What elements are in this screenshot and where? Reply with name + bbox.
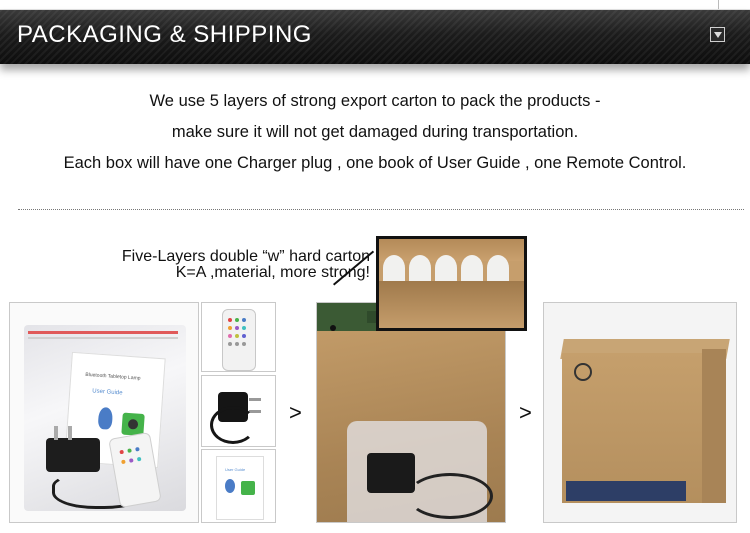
carton-caption-line-2: K=A ,material, more strong!	[175, 264, 370, 281]
corrugation-zoom	[376, 236, 527, 331]
callout-dot	[330, 325, 336, 331]
remote-button	[235, 326, 239, 330]
description-line-1: We use 5 layers of strong export carton …	[149, 92, 601, 110]
carton-flute	[461, 255, 483, 281]
adapter-photo	[201, 375, 276, 447]
top-tick	[718, 0, 719, 9]
recycle-icon	[574, 363, 592, 381]
charger-plug	[46, 426, 100, 472]
packed-contents-photo: Bluetooth Tabletop Lamp User Guide	[9, 302, 199, 523]
dotted-divider	[18, 209, 744, 210]
carton-flute	[435, 255, 457, 281]
carton-flute	[383, 255, 405, 281]
remote-button	[235, 318, 239, 322]
charger-plug	[367, 453, 415, 493]
remote-button	[228, 318, 232, 322]
lamp-illustration	[225, 479, 235, 493]
guide-title-text: User Guide	[92, 388, 123, 397]
flow-arrow-1: >	[289, 400, 302, 425]
remote-button	[128, 458, 134, 463]
remote-button	[228, 334, 232, 338]
remote-button	[242, 342, 246, 346]
remote-button	[135, 446, 140, 452]
box-label	[566, 481, 686, 501]
plug-prong	[54, 426, 58, 440]
remote-button	[242, 334, 246, 338]
carton-caption-line-1: Five-Layers double “w” hard carton	[121, 248, 370, 265]
description-line-3: Each box will have one Charger plug , on…	[63, 154, 687, 172]
box-side	[702, 349, 726, 503]
adapter-prong	[249, 398, 261, 401]
remote-button	[136, 456, 142, 462]
user-guide-booklet: User Guide	[216, 456, 264, 520]
section-title: PACKAGING & SHIPPING	[17, 21, 312, 48]
description-line-2: make sure it will not get damaged during…	[171, 123, 579, 141]
remote-photo	[201, 302, 276, 372]
lamp-illustration	[97, 406, 114, 430]
flow-arrow-2: >	[519, 400, 532, 425]
speaker-illustration	[241, 481, 255, 495]
carton-interior-photo	[316, 302, 506, 523]
adapter-cable	[210, 406, 256, 444]
remote-control	[222, 309, 256, 371]
adapter-prong	[249, 410, 261, 413]
top-border	[0, 0, 750, 10]
section-header: PACKAGING & SHIPPING	[0, 10, 750, 64]
shipping-box-photo	[543, 302, 737, 523]
carton-flute	[487, 255, 509, 281]
mini-guide-title: User Guide	[225, 467, 246, 472]
charger-cable	[407, 473, 493, 519]
remote-button	[235, 334, 239, 338]
guide-photo: User Guide	[201, 449, 276, 523]
remote-button	[127, 448, 132, 453]
guide-header-text: Bluetooth Tabletop Lamp	[85, 371, 141, 382]
carton-flute	[409, 255, 431, 281]
remote-button	[242, 318, 246, 322]
remote-button	[235, 342, 239, 346]
plug-prong	[68, 426, 72, 440]
bag-seal	[28, 337, 178, 339]
remote-button	[228, 342, 232, 346]
bag-zip	[28, 331, 178, 334]
carton-liner-bottom	[379, 281, 524, 328]
remote-button	[242, 326, 246, 330]
remote-button	[228, 326, 232, 330]
remote-button	[121, 459, 126, 465]
remote-button	[119, 449, 124, 455]
chevron-down-icon[interactable]	[710, 27, 725, 42]
